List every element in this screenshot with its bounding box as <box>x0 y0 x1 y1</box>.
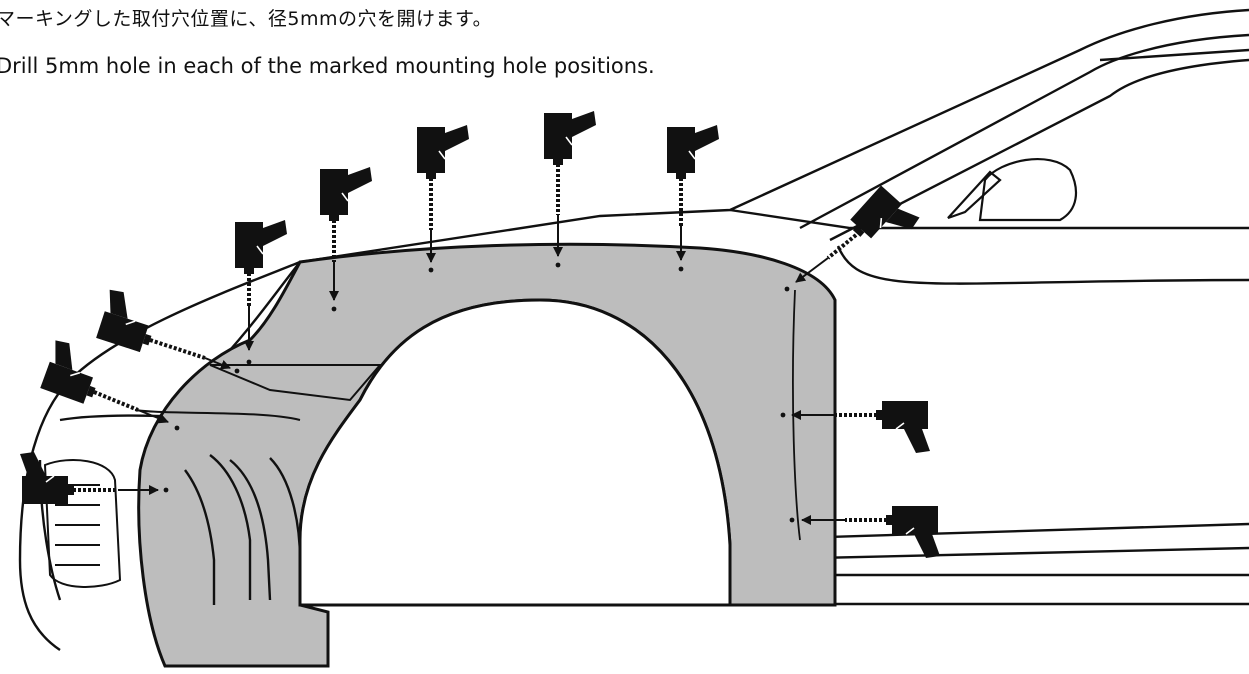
instruction-japanese: マーキングした取付穴位置に、径5mmの穴を開けます。 <box>0 8 493 30</box>
drill-9 <box>19 451 169 505</box>
drill-6 <box>784 183 922 292</box>
drill-4 <box>543 110 597 268</box>
drill-3 <box>416 124 470 273</box>
front-intake <box>43 459 122 588</box>
drill-11 <box>789 505 941 559</box>
drill-1 <box>234 219 288 365</box>
drill-2 <box>319 166 373 312</box>
drill-8 <box>37 337 180 431</box>
drill-10 <box>780 400 931 454</box>
drill-5 <box>666 124 720 272</box>
drill-7 <box>93 286 240 374</box>
instruction-english: Drill 5mm hole in each of the marked mou… <box>0 54 655 78</box>
side-mirror <box>947 158 1078 222</box>
wheel-arch <box>298 298 732 607</box>
drill-set <box>19 110 941 559</box>
